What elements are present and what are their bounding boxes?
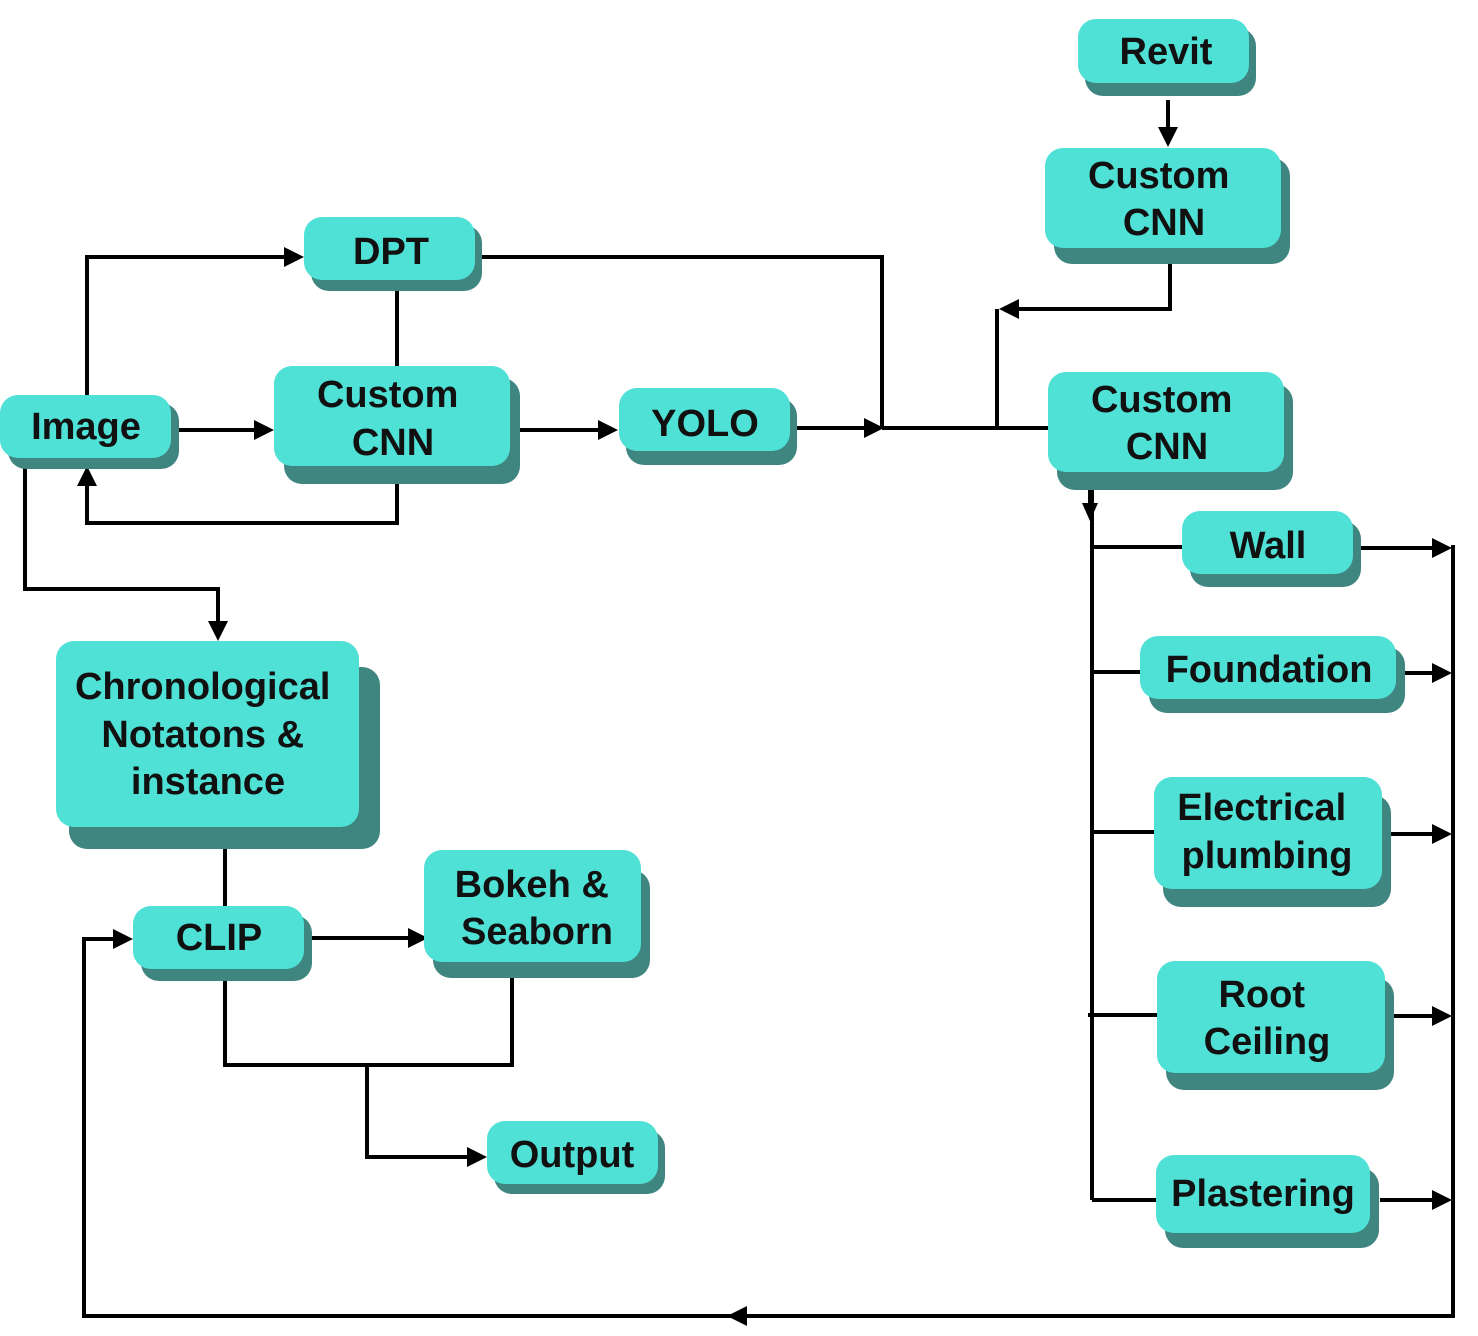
node-foundation: Foundation [1140,636,1405,713]
node-chronological-label: Chronological Notatons & instance [75,666,341,803]
node-dpt-label: DPT [353,231,429,273]
node-yolo-box [619,388,790,451]
node-wall-label: Wall [1230,525,1307,567]
node-cnn-top-right-label: Custom CNN [1088,155,1240,244]
edge-cnn-top-to-junction [1016,262,1172,311]
node-yolo: YOLO [619,388,797,465]
arrow-wall-out [1432,538,1452,558]
node-clip-box [133,906,304,969]
node-image-label: Image [31,406,141,448]
node-cnn-right: Custom CNN [1048,372,1293,490]
arrow-electrical-out [1432,824,1452,844]
node-yolo-label: YOLO [651,403,759,445]
node-cnn-right-label: Custom CNN [1091,379,1243,468]
node-clip-label: CLIP [176,917,263,959]
edge-dpt-to-junction [480,255,884,428]
arrow-return-to-clip [113,929,133,949]
node-wall: Wall [1182,511,1361,587]
arrow-foundation-out [1432,663,1452,683]
node-cnn-top-right: Custom CNN [1045,148,1290,264]
node-root-ceiling-box [1157,961,1385,1073]
node-plastering-label: Plastering [1171,1173,1355,1215]
node-dpt: DPT [304,217,482,291]
node-image-box [0,395,171,458]
arrow-image-to-cnn [254,420,274,440]
node-bokeh-label: Bokeh & Seaborn [455,864,620,953]
node-image: Image [0,395,179,469]
arrow-cnn-to-yolo [598,420,618,440]
edge-image-to-chronological [23,466,220,624]
node-cnn-mid-label: Custom CNN [317,374,469,464]
node-bokeh: Bokeh & Seaborn [424,850,650,978]
node-revit-box [1078,19,1249,83]
arrow-cnn-to-image [77,466,97,486]
node-revit-label: Revit [1120,31,1213,73]
node-clip: CLIP [133,906,312,981]
node-plastering: Plastering [1156,1155,1379,1248]
arrow-revit-to-cnn [1158,127,1178,147]
node-bokeh-box [424,850,641,962]
node-cnn-top-right-box [1045,148,1281,248]
arrow-yolo-to-junction [864,418,884,438]
node-output-box [487,1121,658,1184]
node-foundation-label: Foundation [1166,649,1373,691]
edge-image-to-dpt [85,255,288,395]
node-root-ceiling: Root Ceiling [1157,961,1394,1090]
node-cnn-mid: Custom CNN [274,366,520,484]
edge-return-bus [82,545,1455,1318]
node-cnn-right-box [1048,372,1284,472]
arrow-return-mid [727,1306,747,1326]
edge-to-output [365,1065,470,1159]
arrow-image-to-dpt [284,247,304,267]
edge-clip-down [223,975,514,1067]
node-electrical-label: Electrical plumbing [1177,787,1357,877]
edge-cnn-to-image [85,478,399,525]
arrow-root-out [1432,1006,1452,1026]
node-electrical-box [1154,777,1382,889]
node-output-label: Output [510,1134,635,1176]
arrow-cnn-top-to-junction [999,299,1019,319]
arrow-plastering-out [1432,1190,1452,1210]
arrow-image-to-chronological [208,621,228,641]
node-dpt-box [304,217,475,280]
node-electrical: Electrical plumbing [1154,777,1391,907]
arrow-clip-to-bokeh [408,928,428,948]
node-plastering-box [1156,1155,1370,1233]
node-foundation-box [1140,636,1396,699]
node-chronological: Chronological Notatons & instance [56,641,380,849]
node-cnn-mid-box [274,366,510,466]
node-root-ceiling-label: Root Ceiling [1204,974,1331,1063]
edges [23,100,1455,1326]
node-output: Output [487,1121,665,1194]
arrow-to-output [467,1147,487,1167]
node-chronological-box [56,641,359,827]
node-wall-box [1182,511,1353,574]
node-revit: Revit [1078,19,1256,96]
